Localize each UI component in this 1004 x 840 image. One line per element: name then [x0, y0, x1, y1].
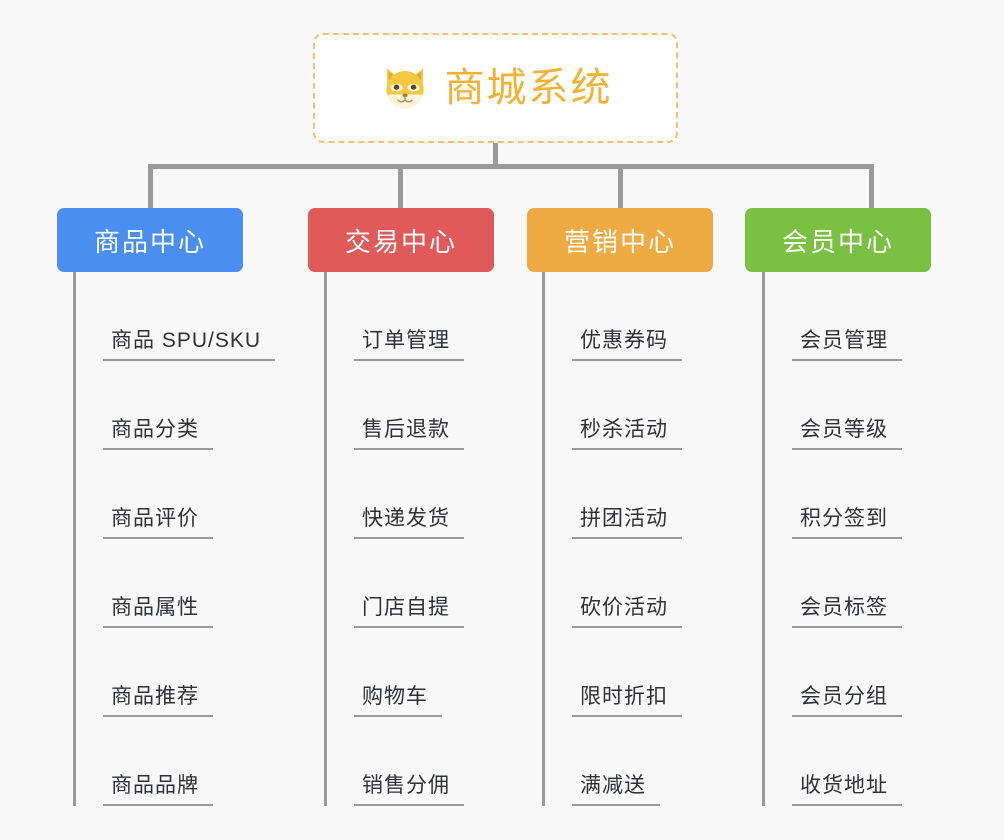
leaf-item[interactable]: 订单管理 [324, 272, 464, 361]
leaf-label: 秒杀活动 [580, 417, 668, 441]
connector-drop-3 [618, 164, 623, 210]
leaf-underline: 砍价活动 [572, 596, 682, 628]
leaf-label: 商品属性 [111, 595, 199, 619]
leaf-label: 砍价活动 [580, 595, 668, 619]
leaf-underline: 会员标签 [792, 596, 902, 628]
category-header-member[interactable]: 会员中心 [745, 208, 931, 272]
leaf-label: 会员标签 [800, 595, 888, 619]
leaf-item[interactable]: 会员标签 [762, 539, 902, 628]
leaf-underline: 会员管理 [792, 329, 902, 361]
leaf-item[interactable]: 满减送 [542, 717, 682, 806]
leaf-label: 快递发货 [362, 506, 450, 530]
leaf-underline: 商品属性 [103, 596, 213, 628]
leaf-label: 会员管理 [800, 328, 888, 352]
leaf-underline: 满减送 [572, 774, 660, 806]
root-node[interactable]: 商城系统 [313, 33, 678, 143]
leaf-label: 拼团活动 [580, 506, 668, 530]
connector-drop-4 [869, 164, 874, 210]
leaf-label: 会员等级 [800, 417, 888, 441]
category-header-trade[interactable]: 交易中心 [308, 208, 494, 272]
leaf-label: 商品评价 [111, 506, 199, 530]
leaf-item[interactable]: 商品推荐 [73, 628, 275, 717]
leaf-label: 商品分类 [111, 417, 199, 441]
leaf-underline: 拼团活动 [572, 507, 682, 539]
leaf-label: 购物车 [362, 684, 428, 708]
category-header-label: 交易中心 [344, 226, 457, 257]
leaf-label: 收货地址 [800, 773, 888, 797]
leaf-list: 优惠券码秒杀活动拼团活动砍价活动限时折扣满减送 [542, 272, 682, 806]
leaf-underline: 商品评价 [103, 507, 213, 539]
leaf-label: 商品推荐 [111, 684, 199, 708]
leaf-item[interactable]: 限时折扣 [542, 628, 682, 717]
leaf-item[interactable]: 购物车 [324, 628, 464, 717]
leaf-item[interactable]: 商品属性 [73, 539, 275, 628]
leaf-list: 商品 SPU/SKU 商品分类商品评价商品属性商品推荐商品品牌 [73, 272, 276, 806]
leaf-underline: 积分签到 [792, 507, 902, 539]
leaf-underline: 会员等级 [792, 418, 902, 450]
leaf-underline: 商品推荐 [103, 685, 213, 717]
leaf-label: 商品品牌 [111, 773, 199, 797]
leaf-label: 满减送 [580, 773, 646, 797]
category-header-label: 会员中心 [781, 226, 894, 257]
branch-trunk [73, 272, 76, 806]
category-header-product[interactable]: 商品中心 [57, 208, 243, 272]
leaf-label: 门店自提 [362, 595, 450, 619]
category-header-marketing[interactable]: 营销中心 [527, 208, 713, 272]
leaf-underline: 会员分组 [792, 685, 902, 717]
leaf-underline: 购物车 [354, 685, 442, 717]
leaf-underline: 销售分佣 [354, 774, 464, 806]
leaf-item[interactable]: 门店自提 [324, 539, 464, 628]
branch-trunk [762, 272, 765, 806]
leaf-underline: 秒杀活动 [572, 418, 682, 450]
leaf-underline: 商品 SPU/SKU [103, 328, 276, 361]
root-title: 商城系统 [444, 66, 613, 110]
leaf-underline: 商品品牌 [103, 774, 213, 806]
leaf-label: 限时折扣 [580, 684, 668, 708]
leaf-label: 售后退款 [362, 417, 450, 441]
connector-drop-1 [148, 164, 153, 210]
leaf-list: 订单管理售后退款快递发货门店自提购物车销售分佣 [324, 272, 464, 806]
leaf-label: 商品 SPU/SKU [111, 328, 262, 352]
leaf-underline: 订单管理 [354, 329, 464, 361]
leaf-item[interactable]: 商品分类 [73, 361, 275, 450]
leaf-label: 订单管理 [362, 328, 450, 352]
category-header-label: 营销中心 [563, 226, 676, 257]
leaf-underline: 售后退款 [354, 418, 464, 450]
leaf-underline: 限时折扣 [572, 685, 682, 717]
leaf-item[interactable]: 砍价活动 [542, 539, 682, 628]
leaf-label: 会员分组 [800, 684, 888, 708]
leaf-underline: 快递发货 [354, 507, 464, 539]
leaf-item[interactable]: 售后退款 [324, 361, 464, 450]
connector-horizontal-bus [148, 164, 874, 169]
leaf-item[interactable]: 收货地址 [762, 717, 902, 806]
leaf-underline: 商品分类 [103, 418, 213, 450]
leaf-label: 优惠券码 [580, 328, 668, 352]
leaf-item[interactable]: 商品品牌 [73, 717, 275, 806]
branch-trunk [542, 272, 545, 806]
leaf-underline: 门店自提 [354, 596, 464, 628]
leaf-item[interactable]: 会员分组 [762, 628, 902, 717]
leaf-item[interactable]: 积分签到 [762, 450, 902, 539]
leaf-item[interactable]: 会员等级 [762, 361, 902, 450]
leaf-item[interactable]: 销售分佣 [324, 717, 464, 806]
leaf-item[interactable]: 快递发货 [324, 450, 464, 539]
connector-drop-2 [398, 164, 403, 210]
category-header-label: 商品中心 [93, 226, 206, 257]
shiba-dog-icon [385, 68, 424, 110]
leaf-item[interactable]: 秒杀活动 [542, 361, 682, 450]
leaf-list: 会员管理会员等级积分签到会员标签会员分组收货地址 [762, 272, 902, 806]
leaf-item[interactable]: 会员管理 [762, 272, 902, 361]
branch-trunk [324, 272, 327, 806]
leaf-item[interactable]: 商品评价 [73, 450, 275, 539]
leaf-item[interactable]: 商品 SPU/SKU [73, 272, 276, 361]
leaf-item[interactable]: 优惠券码 [542, 272, 682, 361]
leaf-item[interactable]: 拼团活动 [542, 450, 682, 539]
connector-root-stem [493, 143, 498, 169]
leaf-label: 销售分佣 [362, 773, 450, 797]
leaf-underline: 优惠券码 [572, 329, 682, 361]
leaf-underline: 收货地址 [792, 774, 902, 806]
leaf-label: 积分签到 [800, 506, 888, 530]
